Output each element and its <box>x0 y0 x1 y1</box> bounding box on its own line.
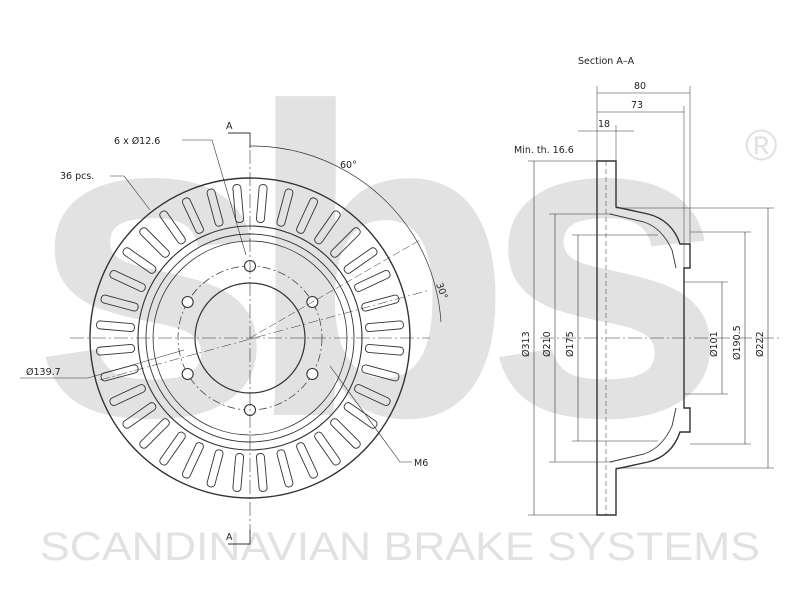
watermark-brand-letters: sbs <box>30 18 710 509</box>
ventilation-slot <box>296 197 319 234</box>
ventilation-slot <box>365 343 404 356</box>
ventilation-slot <box>232 453 245 492</box>
ventilation-slot <box>343 247 378 274</box>
ventilation-slot <box>361 364 400 382</box>
ventilation-slot <box>255 453 268 492</box>
dim-18-label: 18 <box>598 119 610 130</box>
bolt-holes-leader <box>182 139 247 256</box>
angle-60-arc <box>249 145 419 244</box>
centerline-diagonal <box>99 289 431 381</box>
front-view: A A 60° 30° 6 x Ø12.6 36 pcs. Ø139.7 M6 <box>20 121 449 545</box>
bolt-hole <box>306 367 319 381</box>
watermark-tagline: SCANDINAVIAN BRAKE SYSTEMS <box>40 525 760 569</box>
ventilation-slot <box>139 227 170 258</box>
dia-222-label: Ø222 <box>755 331 766 357</box>
angle-30-label: 30° <box>433 281 449 301</box>
ventilation-slot <box>255 184 268 223</box>
ventilation-slot <box>276 449 294 488</box>
bolt-hole <box>181 295 194 309</box>
vents-leader <box>110 175 151 211</box>
vents-label: 36 pcs. <box>60 171 94 182</box>
ventilation-slot <box>206 449 224 488</box>
ventilation-slot <box>139 418 170 449</box>
ventilation-slot <box>181 442 204 479</box>
thread-label: M6 <box>414 458 428 469</box>
min-thickness-label: Min. th. 16.6 <box>514 145 574 156</box>
ventilation-slot <box>232 184 245 223</box>
angle-60-label: 60° <box>340 160 357 171</box>
ventilation-slot <box>109 269 146 292</box>
dia-101-label: Ø101 <box>709 331 720 357</box>
angle-30-arc <box>417 242 442 323</box>
thread-leader <box>329 365 412 463</box>
section-outline <box>596 160 691 516</box>
ventilation-slot <box>361 294 400 312</box>
ventilation-slot <box>354 269 391 292</box>
ventilation-slot <box>354 384 391 407</box>
ventilation-slot <box>365 320 404 333</box>
ventilation-slot <box>330 227 361 258</box>
section-view: Section A–A 80 73 18 Min. th. 16.6 Ø313 … <box>514 56 780 516</box>
ventilation-slot <box>181 197 204 234</box>
ventilation-slots <box>96 184 404 492</box>
ventilation-slot <box>122 402 157 429</box>
watermark: sbs ® SCANDINAVIAN BRAKE SYSTEMS <box>30 18 777 569</box>
section-marker-top: A <box>226 121 233 132</box>
watermark-registered-mark: ® <box>745 121 777 170</box>
ventilation-slot <box>314 210 341 245</box>
ventilation-slot <box>100 294 139 312</box>
dia-190-5-label: Ø190.5 <box>732 325 743 360</box>
dim-80-label: 80 <box>634 81 646 92</box>
section-marker-bottom-arrow <box>228 530 251 545</box>
ventilation-slot <box>343 402 378 429</box>
dim-73-label: 73 <box>631 100 643 111</box>
dia-175-label: Ø175 <box>565 331 576 357</box>
dia-313-label: Ø313 <box>521 331 532 357</box>
section-marker-bottom: A <box>226 532 233 543</box>
ventilation-slot <box>276 188 294 227</box>
ventilation-slot <box>96 343 135 356</box>
ventilation-slot <box>96 320 135 333</box>
ventilation-slot <box>159 431 186 466</box>
ventilation-slot <box>206 188 224 227</box>
ventilation-slot <box>159 210 186 245</box>
hat-inner-line <box>609 213 677 463</box>
dia-210-label: Ø210 <box>542 331 553 357</box>
ventilation-slot <box>122 247 157 274</box>
ventilation-slot <box>296 442 319 479</box>
pcd-leader <box>20 349 185 379</box>
ventilation-slot <box>109 384 146 407</box>
ventilation-slot <box>330 418 361 449</box>
bolt-hole <box>181 367 194 381</box>
section-title: Section A–A <box>578 56 635 67</box>
ventilation-slot <box>314 431 341 466</box>
pcd-label: Ø139.7 <box>26 367 61 378</box>
section-marker-top-arrow <box>228 132 251 148</box>
bolt-holes-label: 6 x Ø12.6 <box>114 136 160 147</box>
